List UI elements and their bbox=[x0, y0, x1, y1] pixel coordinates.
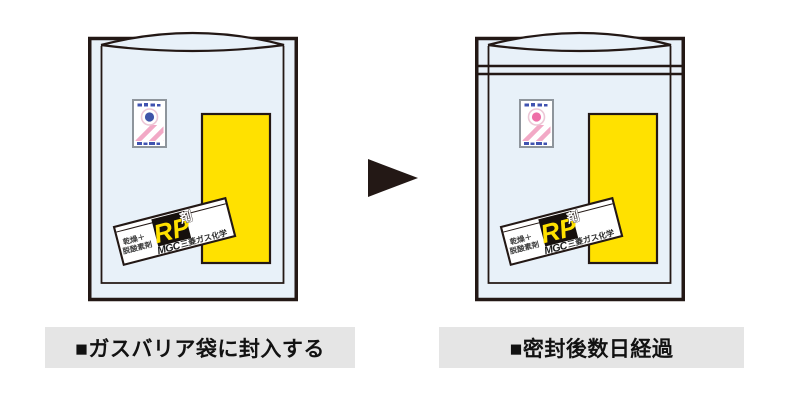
rp-suffix: 剤 bbox=[177, 208, 194, 226]
rp-packet: RP 剤 乾燥＋ 脱酸素剤 MGC 三菱ガス化学 bbox=[112, 196, 237, 267]
indicator-dot bbox=[144, 112, 155, 122]
heat-seal-lines bbox=[478, 64, 682, 76]
gas-barrier-bag-open: RP 剤 乾燥＋ 脱酸素剤 MGC 三菱ガス化学 bbox=[88, 31, 298, 302]
bag-opening bbox=[100, 31, 285, 53]
indicator-stripes bbox=[522, 125, 551, 141]
rp-logo-box bbox=[151, 210, 192, 247]
indicator-top-marks bbox=[524, 103, 548, 107]
indicator-bottom-marks bbox=[524, 142, 547, 145]
rp-packet: RP 剤 乾燥＋ 脱酸素剤 MGC 三菱ガス化学 bbox=[499, 196, 624, 267]
bag-opening bbox=[487, 31, 672, 53]
rp-logo-box bbox=[538, 210, 579, 247]
arrow-right-icon bbox=[368, 159, 418, 197]
indicator-bottom-marks bbox=[137, 142, 160, 145]
indicator-dot bbox=[531, 112, 542, 122]
mgc-logo: MGC bbox=[543, 240, 569, 258]
gas-barrier-bag-sealed: RP 剤 乾燥＋ 脱酸素剤 MGC 三菱ガス化学 bbox=[475, 31, 685, 302]
mgc-logo: MGC bbox=[156, 240, 182, 258]
indicator-top-marks bbox=[137, 103, 161, 107]
bag-inner-line bbox=[100, 46, 285, 284]
indicator-stripes bbox=[135, 125, 164, 141]
bag-inner-line bbox=[487, 46, 672, 284]
caption-left: ■ガスバリア袋に封入する bbox=[45, 327, 355, 368]
caption-right: ■密封後数日経過 bbox=[439, 327, 744, 368]
oxygen-indicator bbox=[519, 99, 554, 148]
oxygen-indicator bbox=[132, 99, 167, 148]
rp-suffix: 剤 bbox=[564, 208, 581, 226]
